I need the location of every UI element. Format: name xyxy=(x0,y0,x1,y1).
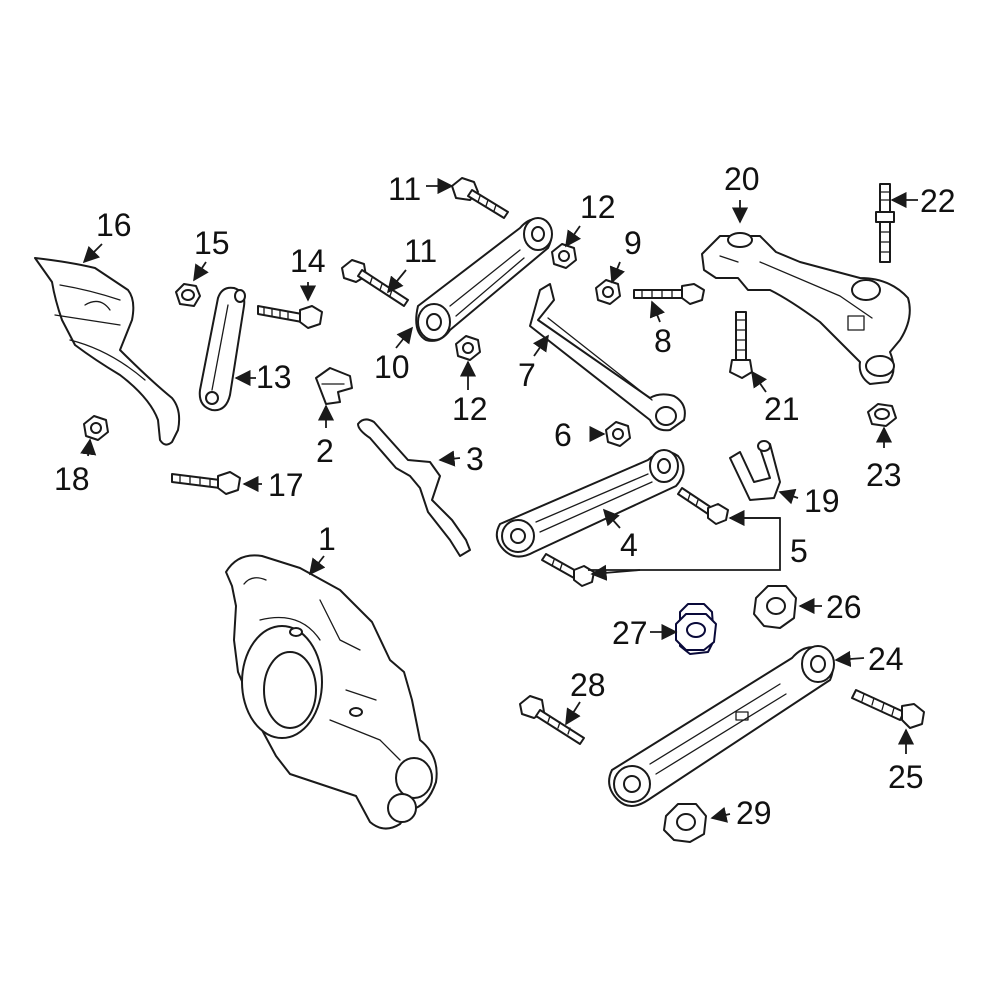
leader-19 xyxy=(778,488,799,505)
callout-13: 13 xyxy=(256,359,292,395)
callout-29: 29 xyxy=(736,795,772,831)
callout-15: 15 xyxy=(194,225,230,261)
part-22-stud[interactable] xyxy=(875,183,895,263)
callout-22: 22 xyxy=(920,183,956,219)
leader-3 xyxy=(438,450,461,467)
leader-4 xyxy=(602,508,621,529)
leader-lines xyxy=(80,177,918,823)
callout-16: 16 xyxy=(96,207,132,243)
callout-20: 20 xyxy=(724,161,760,197)
part-15-nut[interactable] xyxy=(175,283,201,307)
callout-2: 2 xyxy=(316,433,334,469)
part-28-bolt[interactable] xyxy=(519,695,585,745)
callout-7: 7 xyxy=(518,357,536,393)
part-21-bolt[interactable] xyxy=(729,311,753,379)
part-14-bolt[interactable] xyxy=(257,305,323,329)
callout-11-upper: 11 xyxy=(388,171,421,207)
callout-numbers: 11 11 12 12 9 8 7 10 6 4 5 19 20 22 21 2… xyxy=(54,161,956,831)
callout-28: 28 xyxy=(570,667,606,703)
leader-29 xyxy=(710,806,731,823)
leader-28 xyxy=(565,701,581,726)
leader-18 xyxy=(80,438,97,457)
part-2-clip[interactable] xyxy=(315,367,353,405)
callout-5: 5 xyxy=(790,533,808,569)
leader-11b xyxy=(386,269,407,294)
part-24-link[interactable] xyxy=(608,645,835,807)
part-20-carrier[interactable] xyxy=(701,232,911,385)
leader-24 xyxy=(834,650,865,668)
part-26-nut[interactable] xyxy=(753,585,797,629)
part-3-bracket[interactable] xyxy=(357,418,471,557)
callout-12-lower: 12 xyxy=(452,391,488,427)
callout-18: 18 xyxy=(54,461,90,497)
part-4-lower-control-arm[interactable] xyxy=(495,449,685,558)
callout-10: 10 xyxy=(374,349,410,385)
callout-9: 9 xyxy=(624,225,642,261)
leader-1 xyxy=(309,555,326,576)
leader-5-arrow-b xyxy=(590,564,641,581)
callout-3: 3 xyxy=(466,441,484,477)
callout-17: 17 xyxy=(268,467,304,503)
part-12-nut-upper[interactable] xyxy=(551,243,577,269)
callout-23: 23 xyxy=(866,457,902,493)
part-8-bolt[interactable] xyxy=(633,283,705,305)
part-6-nut[interactable] xyxy=(605,421,631,447)
callout-14: 14 xyxy=(290,243,326,279)
callout-1: 1 xyxy=(318,521,336,557)
leader-15 xyxy=(193,261,209,282)
leader-5 xyxy=(588,517,781,571)
part-27-nut-highlighted[interactable] xyxy=(675,603,717,655)
leader-8 xyxy=(649,300,665,323)
callout-27: 27 xyxy=(612,615,648,651)
callout-4: 4 xyxy=(620,527,638,563)
callout-12-upper: 12 xyxy=(580,189,616,225)
callout-25: 25 xyxy=(888,759,924,795)
leader-21 xyxy=(751,370,767,393)
part-5-bolt-lower[interactable] xyxy=(541,553,595,587)
callout-19: 19 xyxy=(804,483,840,519)
part-25-bolt[interactable] xyxy=(851,689,925,729)
part-16-splash-shield[interactable] xyxy=(34,257,181,446)
leader-16 xyxy=(82,243,103,264)
leader-7 xyxy=(533,334,549,357)
part-13-stabilizer-link[interactable] xyxy=(198,286,246,412)
part-5-bolt-upper[interactable] xyxy=(677,487,729,525)
part-11-bolt-upper[interactable] xyxy=(451,177,509,219)
part-29-nut[interactable] xyxy=(663,803,707,843)
part-7-toe-link[interactable] xyxy=(529,283,686,432)
part-11-bolt-lower[interactable] xyxy=(341,259,409,307)
part-18-nut[interactable] xyxy=(83,415,109,441)
part-1-knuckle[interactable] xyxy=(225,554,438,830)
part-12-nut-lower[interactable] xyxy=(455,335,481,361)
leader-9 xyxy=(609,261,625,284)
part-17-bolt[interactable] xyxy=(171,471,241,495)
part-19-sensor-bracket[interactable] xyxy=(729,440,781,501)
leader-12a xyxy=(565,225,581,248)
part-10-upper-control-arm[interactable] xyxy=(415,217,553,342)
leader-10 xyxy=(395,326,414,349)
callout-24: 24 xyxy=(868,641,904,677)
callout-8: 8 xyxy=(654,323,672,359)
callout-21: 21 xyxy=(764,391,800,427)
callout-11-lower: 11 xyxy=(404,233,437,269)
callout-6: 6 xyxy=(554,417,572,453)
part-23-nut[interactable] xyxy=(867,403,897,427)
part-9-nut[interactable] xyxy=(595,279,621,305)
callout-26: 26 xyxy=(826,589,862,625)
